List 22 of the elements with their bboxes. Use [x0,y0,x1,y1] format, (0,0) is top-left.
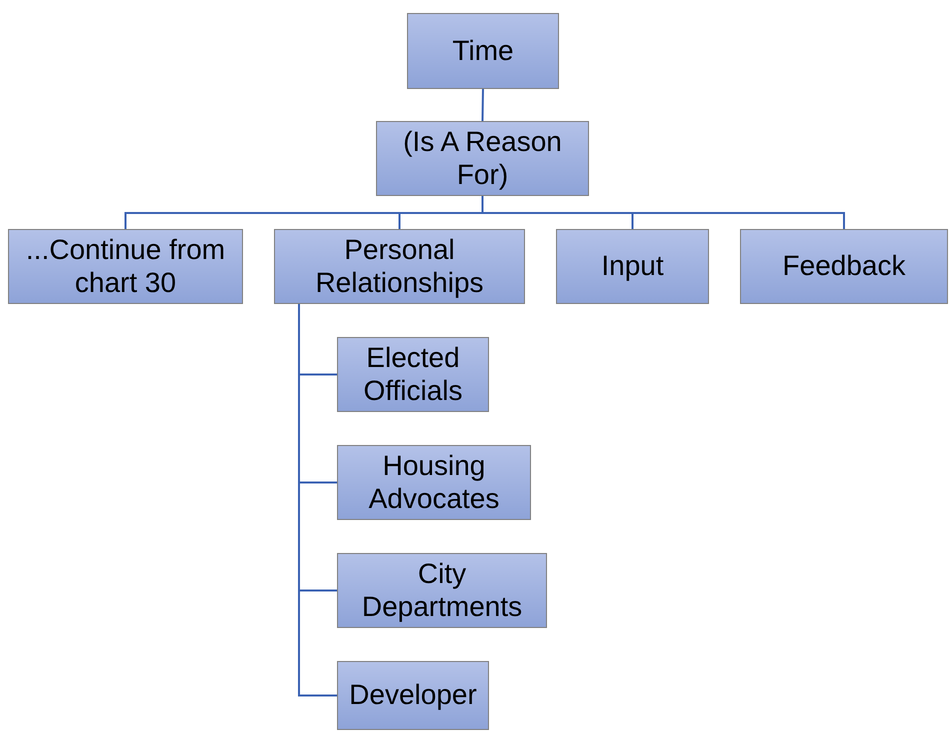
box-label: Feedback [782,250,906,283]
connector-line [482,88,484,122]
process-box [376,121,589,196]
box-label: Housing Advocates [368,450,500,515]
process-box [407,13,559,89]
box-label: Input [600,250,665,283]
box-label: Elected Officials [362,342,464,407]
connector-line [482,196,845,229]
box-label: Developer [348,679,478,712]
process-box [274,229,525,304]
process-box [740,229,948,304]
process-box [337,661,489,730]
process-box [8,229,243,304]
box-label: City Departments [360,558,524,623]
box-label: ...Continue from chart 30 [24,234,226,299]
process-box [337,337,489,412]
process-box [337,553,547,628]
box-label: (Is A Reason For) [402,126,563,191]
process-box [556,229,709,304]
process-box [337,445,531,520]
box-label: Time [451,34,515,68]
box-label: Personal Relationships [314,234,485,299]
